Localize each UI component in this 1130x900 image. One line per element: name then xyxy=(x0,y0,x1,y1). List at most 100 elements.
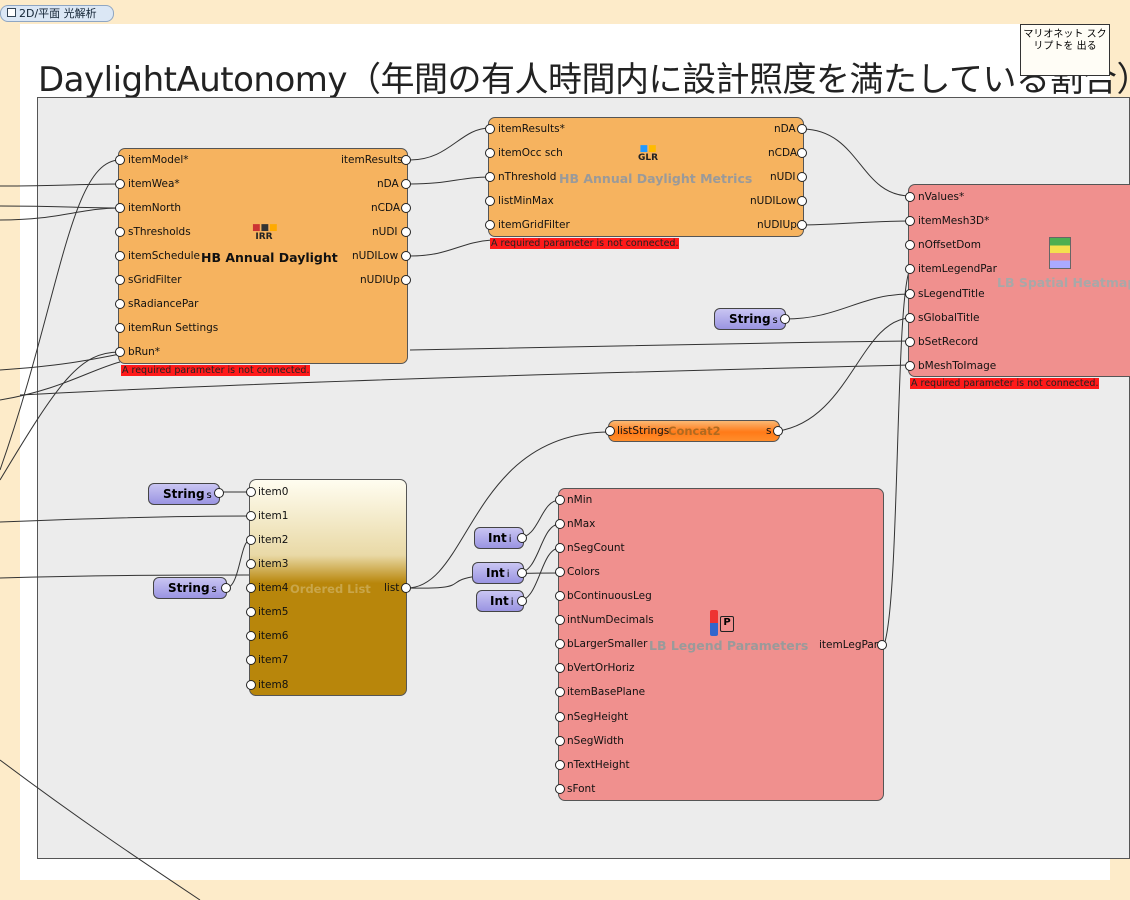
output-pin[interactable] xyxy=(517,533,527,543)
output-pin[interactable] xyxy=(401,155,411,165)
output-pin[interactable] xyxy=(797,196,807,206)
output-pin[interactable] xyxy=(797,148,807,158)
hb-annual-daylight-metrics-component[interactable] xyxy=(488,117,804,237)
error-message: A required parameter is not connected. xyxy=(490,238,680,249)
input-pin[interactable] xyxy=(555,639,565,649)
slide-title: DaylightAutonomy（年間の有人時間内に設計照度を満たしている割合） xyxy=(38,60,1130,100)
input-pin[interactable] xyxy=(115,251,125,261)
input-pin[interactable] xyxy=(605,426,615,436)
input-pin[interactable] xyxy=(555,495,565,505)
input-pin[interactable] xyxy=(246,511,256,521)
input-pin[interactable] xyxy=(246,607,256,617)
hb-annual-daylight-component[interactable] xyxy=(118,148,408,364)
input-pin[interactable] xyxy=(485,148,495,158)
input-label: itemMesh3D* xyxy=(918,215,990,227)
document-tab[interactable]: 2D/平面 光解析 xyxy=(0,5,114,22)
param-label: Int xyxy=(486,566,505,580)
wire xyxy=(0,361,121,401)
input-pin[interactable] xyxy=(115,347,125,357)
input-pin[interactable] xyxy=(246,631,256,641)
input-pin[interactable] xyxy=(115,299,125,309)
output-pin[interactable] xyxy=(214,488,224,498)
output-pin[interactable] xyxy=(773,426,783,436)
error-message: A required parameter is not connected. xyxy=(910,378,1100,389)
input-pin[interactable] xyxy=(485,220,495,230)
input-pin[interactable] xyxy=(905,192,915,202)
input-pin[interactable] xyxy=(115,275,125,285)
output-pin[interactable] xyxy=(401,583,411,593)
input-pin[interactable] xyxy=(485,124,495,134)
input-pin[interactable] xyxy=(555,687,565,697)
input-pin[interactable] xyxy=(555,760,565,770)
input-pin[interactable] xyxy=(115,179,125,189)
input-label: itemWea* xyxy=(128,178,180,190)
input-pin[interactable] xyxy=(555,615,565,625)
output-label: nCDA xyxy=(371,202,401,214)
input-label: itemSchedule xyxy=(128,250,200,262)
input-label: itemModel* xyxy=(128,154,189,166)
input-pin[interactable] xyxy=(905,240,915,250)
input-pin[interactable] xyxy=(246,487,256,497)
input-pin[interactable] xyxy=(555,519,565,529)
output-pin[interactable] xyxy=(401,179,411,189)
input-pin[interactable] xyxy=(246,535,256,545)
irr-icon: ■■■IRR xyxy=(252,223,278,242)
input-pin[interactable] xyxy=(115,155,125,165)
input-pin[interactable] xyxy=(246,583,256,593)
input-pin[interactable] xyxy=(555,784,565,794)
wire xyxy=(409,127,491,161)
input-pin[interactable] xyxy=(555,567,565,577)
input-pin[interactable] xyxy=(246,655,256,665)
output-pin[interactable] xyxy=(401,275,411,285)
input-pin[interactable] xyxy=(485,196,495,206)
input-label: itemGridFilter xyxy=(498,219,570,231)
lb-legend-parameters-component[interactable] xyxy=(558,488,884,801)
input-pin[interactable] xyxy=(905,216,915,226)
output-pin[interactable] xyxy=(221,583,231,593)
output-pin[interactable] xyxy=(797,172,807,182)
input-pin[interactable] xyxy=(905,337,915,347)
wire xyxy=(0,515,251,523)
input-label: Colors xyxy=(567,566,600,578)
output-pin[interactable] xyxy=(517,596,527,606)
input-pin[interactable] xyxy=(485,172,495,182)
output-pin[interactable] xyxy=(797,124,807,134)
input-pin[interactable] xyxy=(555,736,565,746)
input-label: item7 xyxy=(258,654,289,666)
input-label: item1 xyxy=(258,510,289,522)
input-pin[interactable] xyxy=(905,361,915,371)
input-pin[interactable] xyxy=(115,323,125,333)
output-label: nUDILow xyxy=(352,250,399,262)
output-pin[interactable] xyxy=(401,227,411,237)
param-suffix: i xyxy=(510,597,514,608)
input-pin[interactable] xyxy=(115,203,125,213)
output-pin[interactable] xyxy=(877,640,887,650)
input-pin[interactable] xyxy=(246,559,256,569)
output-pin[interactable] xyxy=(780,314,790,324)
input-pin[interactable] xyxy=(555,663,565,673)
input-pin[interactable] xyxy=(555,543,565,553)
input-label: nMax xyxy=(567,518,596,530)
component-title: LB Legend Parameters xyxy=(649,638,809,653)
input-pin[interactable] xyxy=(905,289,915,299)
input-pin[interactable] xyxy=(905,313,915,323)
input-label: nOffsetDom xyxy=(918,239,981,251)
output-pin[interactable] xyxy=(401,251,411,261)
output-pin[interactable] xyxy=(517,568,527,578)
input-pin[interactable] xyxy=(115,227,125,237)
output-pin[interactable] xyxy=(797,220,807,230)
input-pin[interactable] xyxy=(246,680,256,690)
wire xyxy=(19,364,911,396)
input-pin[interactable] xyxy=(555,591,565,601)
input-pin[interactable] xyxy=(905,264,915,274)
ordered-list-component[interactable] xyxy=(249,479,407,696)
output-pin[interactable] xyxy=(401,203,411,213)
input-pin[interactable] xyxy=(555,712,565,722)
lb-spatial-heatmap-component[interactable] xyxy=(908,184,1130,377)
